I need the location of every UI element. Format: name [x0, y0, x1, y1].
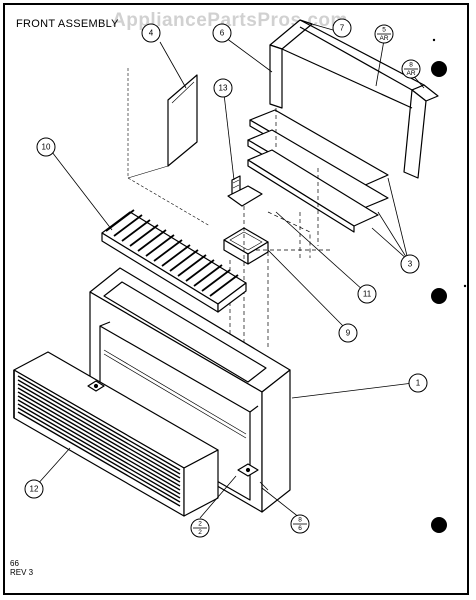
- watermark: AppliancePartsPros.com: [112, 10, 348, 31]
- callout-5-bottom-label: AR: [379, 35, 388, 42]
- callout-7-circle: [332, 18, 352, 38]
- part-6-top-rail: [269, 19, 439, 179]
- diagram-frame: [3, 3, 469, 595]
- callout-9-label: 9: [346, 329, 351, 338]
- callout-6-circle: [212, 23, 232, 43]
- callout-3-label: 3: [408, 260, 413, 269]
- callout-3-circle: [400, 254, 420, 274]
- part-9-damper: [223, 227, 269, 265]
- callout-11-circle: [357, 284, 377, 304]
- callout-5-top-label: 5: [382, 27, 386, 34]
- callout-7-label: 7: [340, 24, 345, 33]
- callout-1-label: 1: [416, 379, 421, 388]
- callout-2-top-label: 2: [198, 521, 202, 528]
- callout-8-top-label: 8: [409, 62, 413, 69]
- callout-1-circle: [408, 373, 428, 393]
- part-2-latch-upper: [87, 380, 105, 392]
- callout-10-label: 10: [42, 143, 51, 152]
- callout-13-label: 13: [219, 84, 228, 93]
- callout-8-bottom-label: AR: [406, 70, 415, 77]
- callout-2-bottom-label: 2: [198, 529, 202, 536]
- callout-4-label: 4: [149, 29, 154, 38]
- callout-13-circle: [213, 78, 233, 98]
- page-number: 66: [10, 559, 19, 568]
- callout-6-label: 6: [220, 29, 225, 38]
- revision-label: REV 3: [10, 568, 34, 577]
- diagram-title: FRONT ASSEMBLY: [16, 18, 119, 30]
- revision-footer: 66 REV 3: [10, 559, 33, 577]
- part-4-panel: [167, 74, 198, 167]
- part-2-latch-lower: [237, 463, 259, 477]
- part-3-strips: [247, 109, 389, 233]
- callout-12-label: 12: [30, 485, 39, 494]
- part-10-grille-slats: [105, 209, 239, 297]
- callout-9-circle: [338, 323, 358, 343]
- registration-dot-top: [431, 61, 447, 77]
- registration-dot-bottom: [431, 517, 447, 533]
- registration-dot-middle: [431, 288, 447, 304]
- callout-12-circle: [24, 479, 44, 499]
- callout-8-6-bottom-label: 6: [298, 525, 302, 532]
- part-12-louvers: [17, 375, 181, 507]
- callout-4-circle: [141, 23, 161, 43]
- callout-11-label: 11: [363, 290, 372, 299]
- part-13-clip: [227, 175, 263, 207]
- part-1-cabinet: [89, 267, 291, 513]
- callout-8-6-top-label: 8: [298, 517, 302, 524]
- callout-10-circle: [36, 137, 56, 157]
